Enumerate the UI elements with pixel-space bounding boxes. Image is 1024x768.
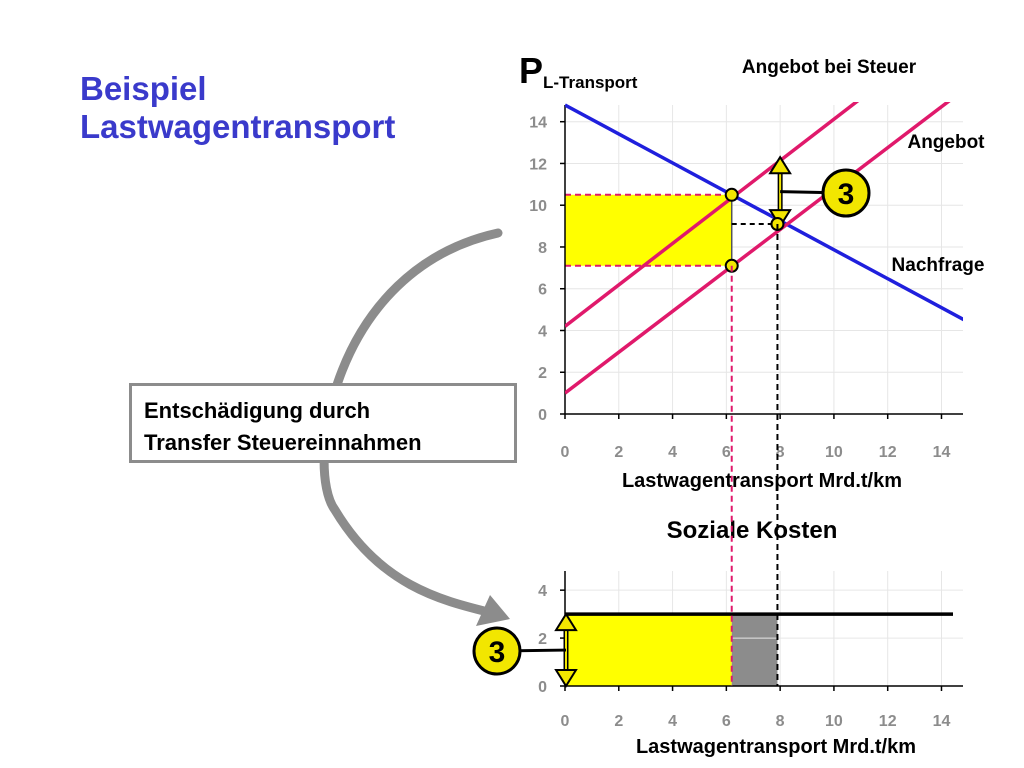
main-y-tick-label-3: 6 <box>538 282 547 299</box>
main-areas <box>565 193 733 267</box>
main-x-tick-label-7: 14 <box>933 444 951 461</box>
cost-chart-title: Soziale Kosten <box>667 517 838 544</box>
series-label-supply: Angebot <box>907 132 985 153</box>
main-x-tick-label-1: 2 <box>614 444 623 461</box>
main-marker-head-up <box>768 155 792 175</box>
main-y-tick-label-2: 4 <box>538 323 547 340</box>
main-y-tick-label-1: 2 <box>538 365 547 382</box>
main-y-axis-label-sub: L-Transport <box>543 73 638 92</box>
main-marker-bubble <box>821 168 871 218</box>
cost-y-tick-label-0: 0 <box>538 679 547 696</box>
curved-arrow-path <box>319 228 503 617</box>
main-x-tick-label-3: 6 <box>722 444 731 461</box>
cost-tax-marker: 3 <box>472 612 578 688</box>
series-line-1 <box>565 102 951 395</box>
cost-y-tick-label-2: 4 <box>538 583 547 600</box>
main-x-tick-label-0: 0 <box>561 444 570 461</box>
main-marker-label: 3 <box>838 178 855 211</box>
compensated-cost-area <box>565 614 732 686</box>
slide-title: Beispiel Lastwagentransport <box>80 70 395 146</box>
cost-marker-head-down <box>554 669 578 688</box>
curved-arrow-head <box>476 595 510 626</box>
slide-title-line-1: Beispiel <box>80 70 207 107</box>
main-x-tick-label-2: 4 <box>668 444 677 461</box>
series-label-supply-tax: Angebot bei Steuer <box>742 57 917 78</box>
compensation-line-2: Transfer Steuereinnahmen <box>144 430 422 455</box>
compensation-box: Entschädigung durch Transfer Steuereinna… <box>129 383 517 463</box>
cost-x-tick-label-2: 4 <box>668 713 677 730</box>
cost-marker-head-up <box>554 612 578 632</box>
main-labels: Nachfrage Angebot Angebot bei Steuer <box>742 57 985 276</box>
tax-revenue-rectangle <box>565 194 732 266</box>
main-y-tick-label-5: 10 <box>529 198 547 215</box>
cost-x-tick-label-6: 12 <box>879 713 897 730</box>
main-x-axis-label: Lastwagentransport Mrd.t/km <box>622 470 902 492</box>
cost-x-tick-label-3: 6 <box>722 713 731 730</box>
series-line-0 <box>565 103 963 322</box>
main-grid <box>565 105 963 414</box>
main-x-tick-label-6: 12 <box>879 444 897 461</box>
main-point-0 <box>724 187 739 202</box>
slide-title-line-2: Lastwagentransport <box>80 108 396 145</box>
main-y-tick-label-6: 12 <box>529 156 547 173</box>
cost-x-tick-label-5: 10 <box>825 713 843 730</box>
series-label-demand: Nachfrage <box>892 255 985 276</box>
cost-x-axis-label: Lastwagentransport Mrd.t/km <box>636 736 916 758</box>
cost-y-tick-label-1: 2 <box>538 631 547 648</box>
cost-x-tick-label-7: 14 <box>933 713 951 730</box>
compensation-line-1: Entschädigung durch <box>144 398 371 423</box>
main-y-tick-label-0: 0 <box>538 407 547 424</box>
cost-marker-label: 3 <box>489 636 506 669</box>
cost-x-tick-label-0: 0 <box>561 713 570 730</box>
cost-areas <box>565 614 778 686</box>
cost-marker-bubble <box>472 626 522 676</box>
cost-x-tick-label-1: 2 <box>614 713 623 730</box>
main-x-tick-label-4: 8 <box>776 444 785 461</box>
remaining-cost-area <box>731 614 778 686</box>
cost-x-tick-label-4: 8 <box>776 713 785 730</box>
main-y-tick-label-7: 14 <box>529 115 547 132</box>
cost-labels: Soziale Kosten <box>667 517 838 544</box>
main-y-tick-label-4: 8 <box>538 240 547 257</box>
main-x-tick-label-5: 10 <box>825 444 843 461</box>
